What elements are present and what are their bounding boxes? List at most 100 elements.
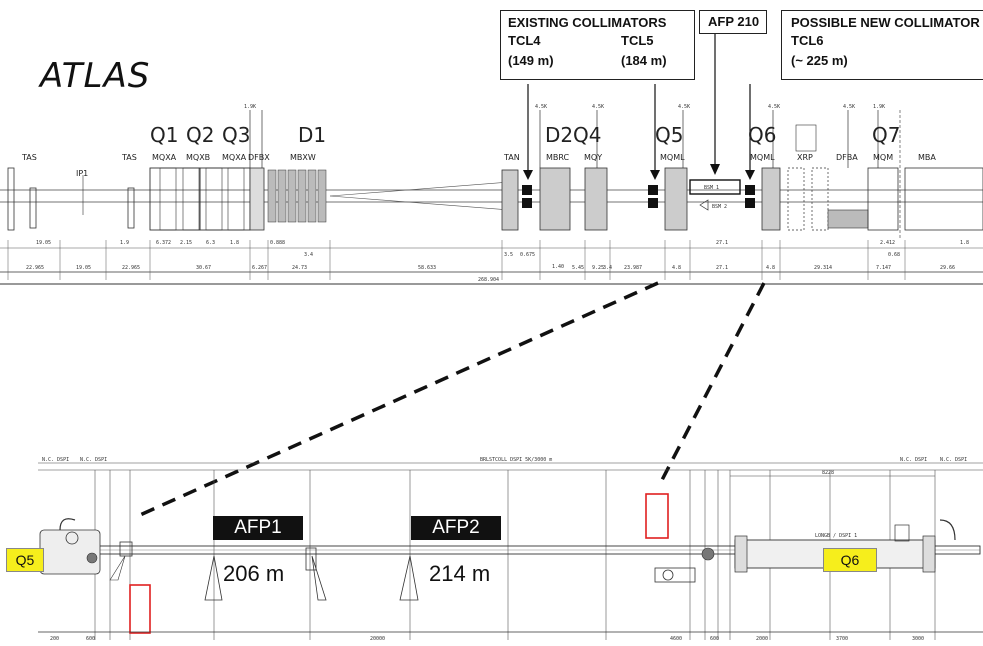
label-mqxa-1: MQXA (152, 153, 177, 162)
dim-text: 27.1 (716, 265, 728, 271)
dim-text: 2.15 (180, 240, 192, 246)
dim-text: 27.1 (716, 240, 728, 246)
dim-text: 4.8 (672, 265, 681, 271)
label-mqxa-2: MQXA (222, 153, 247, 162)
dim-text: 0.675 (520, 252, 535, 258)
dim-text: 7.147 (876, 265, 891, 271)
afp210-box: AFP 210 (699, 10, 767, 34)
label-dfba: DFBA (836, 153, 858, 162)
dim-text: 3.4 (304, 252, 313, 258)
afp2-distance: 214 m (426, 562, 494, 586)
span-label: 8228 (822, 470, 834, 476)
label-d1: D1 (298, 123, 326, 147)
label-cryo-5: 4.5K (768, 104, 780, 110)
tcl5-position: (184 m) (621, 53, 667, 68)
label-tas-right: TAS (121, 153, 137, 162)
label-mqy: MQY (584, 153, 602, 162)
label-q6: Q6 (748, 123, 776, 147)
bottom-engineering-drawing: N.C. DSPI N.C. DSPI BRLSTCOLL DSPI 5K/30… (38, 457, 983, 642)
dim-text: 5.45 (572, 265, 584, 271)
dim-text: 29.314 (814, 265, 832, 271)
existing-collimators-title: EXISTING COLLIMATORS (508, 15, 667, 30)
label-cryo-7: 1.9K (873, 104, 885, 110)
label-bsm1: BSM 1 (704, 185, 719, 191)
afp210-label: AFP 210 (708, 14, 760, 29)
dim-text: 24.73 (292, 265, 307, 271)
dim-text: 23.987 (624, 265, 642, 271)
q6-label: Q6 (823, 548, 877, 572)
header-text: N.C. DSPI (80, 457, 107, 463)
header-text: BRLSTCOLL DSPI 5K/3000 m (480, 457, 552, 463)
dim-text: 3700 (836, 636, 848, 642)
dim-text: 3000 (912, 636, 924, 642)
label-mqxb: MQXB (186, 153, 210, 162)
top-beamline-schematic (0, 32, 983, 285)
possible-new-collimator-title: POSSIBLE NEW COLLIMATOR (791, 15, 980, 30)
dim-text: 4600 (670, 636, 682, 642)
dim-text: 3.5 (504, 252, 513, 258)
dim-text: 200 (50, 636, 59, 642)
label-cryo-1: 1.9K (244, 104, 256, 110)
label-tas-left: TAS (21, 153, 37, 162)
dim-text: 6.267 (252, 265, 267, 271)
zoom-lines (139, 281, 766, 517)
label-mqm: MQM (873, 153, 893, 162)
dim-text: 4.8 (766, 265, 775, 271)
header-text: N.C. DSPI (42, 457, 69, 463)
dim-text: 600 (86, 636, 95, 642)
header-text: N.C. DSPI (900, 457, 927, 463)
cryo-label: LONGB / DSPI 1 (815, 533, 857, 539)
dim-text: 22.965 (26, 265, 44, 271)
label-q7: Q7 (872, 123, 900, 147)
dim-text: 19.05 (36, 240, 51, 246)
label-q2: Q2 (186, 123, 214, 147)
dim-text: 0.888 (270, 240, 285, 246)
dim-text: 9.25 (592, 265, 604, 271)
label-q5: Q5 (655, 123, 683, 147)
dim-total: 268.904 (478, 277, 499, 283)
dim-text: 3.4 (603, 265, 612, 271)
dim-text: 29.66 (940, 265, 955, 271)
magnet-labels-large: Q1 Q2 Q3 D1 D2 Q4 Q5 Q6 Q7 (150, 123, 900, 147)
dim-text: 6.3 (206, 240, 215, 246)
dim-text: 2000 (756, 636, 768, 642)
afp1-distance: 206 m (220, 562, 288, 586)
red-marker-box (129, 584, 151, 634)
dim-text: 0.68 (888, 252, 900, 258)
dim-text: 1.8 (960, 240, 969, 246)
dim-text: 1.8 (230, 240, 239, 246)
label-mba: MBA (918, 153, 936, 162)
label-mqml-1: MQML (660, 153, 685, 162)
label-cryo-4: 4.5K (678, 104, 690, 110)
label-mbxw: MBXW (290, 153, 316, 162)
label-xrp: XRP (797, 153, 813, 162)
label-q4: Q4 (573, 123, 601, 147)
dim-text: 2.412 (880, 240, 895, 246)
label-dfbx: DFBX (248, 153, 270, 162)
dim-text: 600 (710, 636, 719, 642)
dim-text: 19.05 (76, 265, 91, 271)
tcl4-label: TCL4 (508, 33, 541, 48)
label-q3: Q3 (222, 123, 250, 147)
magnet-labels-small: TAS IP1 TAS MQXA MQXB MQXA DFBX MBXW TAN… (21, 104, 936, 210)
label-d2: D2 (545, 123, 573, 147)
red-marker-box (645, 493, 669, 539)
header-text: N.C. DSPI (940, 457, 967, 463)
tcl5-label: TCL5 (621, 33, 654, 48)
afp1-label: AFP1 (213, 516, 303, 540)
label-mqml-2: MQML (750, 153, 775, 162)
possible-new-collimator-box: POSSIBLE NEW COLLIMATOR TCL6 (~ 225 m) (781, 10, 983, 80)
tcl4-position: (149 m) (508, 53, 554, 68)
tcl6-position: (~ 225 m) (791, 53, 848, 68)
dim-text: 22.965 (122, 265, 140, 271)
label-mbrc: MBRC (546, 153, 570, 162)
afp2-label: AFP2 (411, 516, 501, 540)
dim-text: 6.372 (156, 240, 171, 246)
label-q1: Q1 (150, 123, 178, 147)
label-cryo-3: 4.5K (592, 104, 604, 110)
dim-text: 30.67 (196, 265, 211, 271)
label-ip1: IP1 (76, 169, 88, 178)
label-cryo-2: 4.5K (535, 104, 547, 110)
label-bsm2: BSM 2 (712, 204, 727, 210)
